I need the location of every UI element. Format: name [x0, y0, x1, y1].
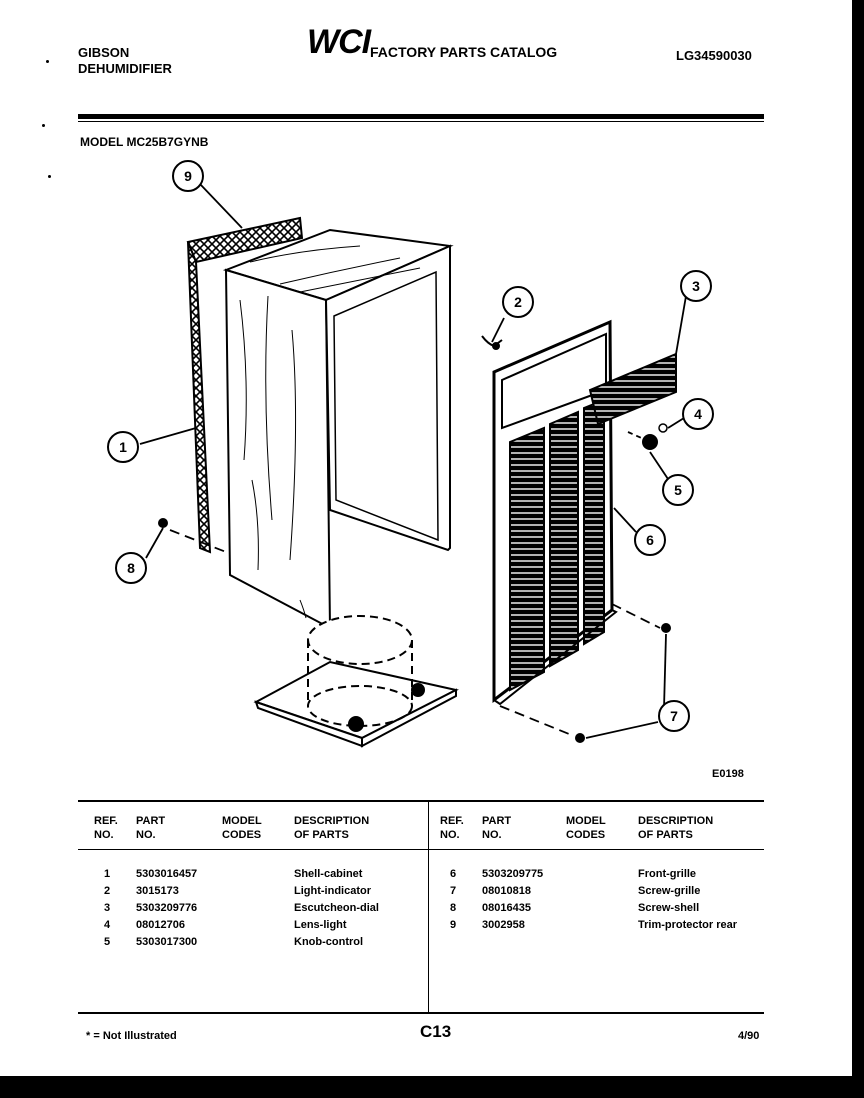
callout-7: 7 — [658, 700, 690, 732]
table-row: 5 5303017300 Knob-control — [104, 936, 364, 948]
table-row: 3 5303209776 Escutcheon-dial — [104, 902, 379, 914]
leader-lines — [139, 183, 687, 739]
knob-control — [642, 434, 658, 450]
product-type: DEHUMIDIFIER — [78, 61, 172, 76]
header-rule-thin — [78, 121, 764, 122]
catalog-code: LG34590030 — [676, 48, 752, 63]
table-row: 9 3002958 Trim-protector rear — [450, 919, 738, 931]
svg-text:3: 3 — [692, 278, 700, 294]
callout-2: 2 — [502, 286, 534, 318]
model-number: MODEL MC25B7GYNB — [80, 135, 209, 149]
table-row: 1 5303016457 Shell-cabinet — [104, 868, 363, 880]
svg-text:4: 4 — [694, 406, 702, 422]
svg-text:5: 5 — [674, 482, 682, 498]
table-row: 4 08012706 Lens-light — [104, 919, 347, 931]
scan-speck — [46, 60, 49, 63]
catalog-title: FACTORY PARTS CATALOG — [370, 44, 558, 60]
table-row: 2 3015173 Light-indicator — [104, 885, 371, 897]
callout-6: 6 — [634, 524, 666, 556]
exploded-parts-diagram: 1 2 3 4 5 6 7 8 — [107, 160, 714, 748]
svg-text:1: 1 — [119, 439, 127, 455]
page-number: C13 — [420, 1022, 452, 1041]
scan-speck — [42, 124, 45, 127]
table-row: 6 5303209775 Front-grille — [450, 868, 697, 880]
table-row: 8 08016435 Screw-shell — [450, 902, 700, 914]
callout-9: 9 — [172, 160, 204, 192]
svg-text:6: 6 — [646, 532, 654, 548]
svg-text:7: 7 — [670, 708, 678, 724]
svg-text:9: 9 — [184, 168, 192, 184]
callout-5: 5 — [662, 474, 694, 506]
footnote: * = Not Illustrated — [86, 1030, 177, 1042]
screw-shell — [158, 518, 168, 528]
callout-4: 4 — [682, 398, 714, 430]
brand-name: GIBSON — [78, 45, 130, 60]
lens-light — [658, 423, 668, 433]
base-compressor — [253, 615, 459, 748]
figure-number: E0198 — [712, 768, 744, 780]
shell-cabinet — [186, 216, 454, 630]
brand-block: GIBSON DEHUMIDIFIER — [78, 45, 172, 77]
callout-8: 8 — [115, 552, 147, 584]
svg-text:2: 2 — [514, 294, 522, 310]
screw-grille — [575, 733, 585, 743]
header-rule — [78, 114, 764, 119]
callout-1: 1 — [107, 431, 139, 463]
svg-text:8: 8 — [127, 560, 135, 576]
screw-grille — [661, 623, 671, 633]
revision-date: 4/90 — [738, 1030, 760, 1042]
front-grille — [492, 319, 677, 706]
scan-speck — [48, 175, 51, 178]
callout-3: 3 — [680, 270, 712, 302]
col-ref-no: REF.NO. — [94, 815, 118, 841]
table-divider — [428, 802, 429, 1012]
col-ref-no-right: REF.NO. — [440, 815, 464, 841]
catalog-page: GIBSON DEHUMIDIFIER WCI FACTORY PARTS CA… — [0, 0, 852, 1076]
header-divider — [78, 849, 764, 850]
table-row: 7 08010818 Screw-grille — [450, 885, 701, 897]
light-indicator — [481, 335, 503, 350]
